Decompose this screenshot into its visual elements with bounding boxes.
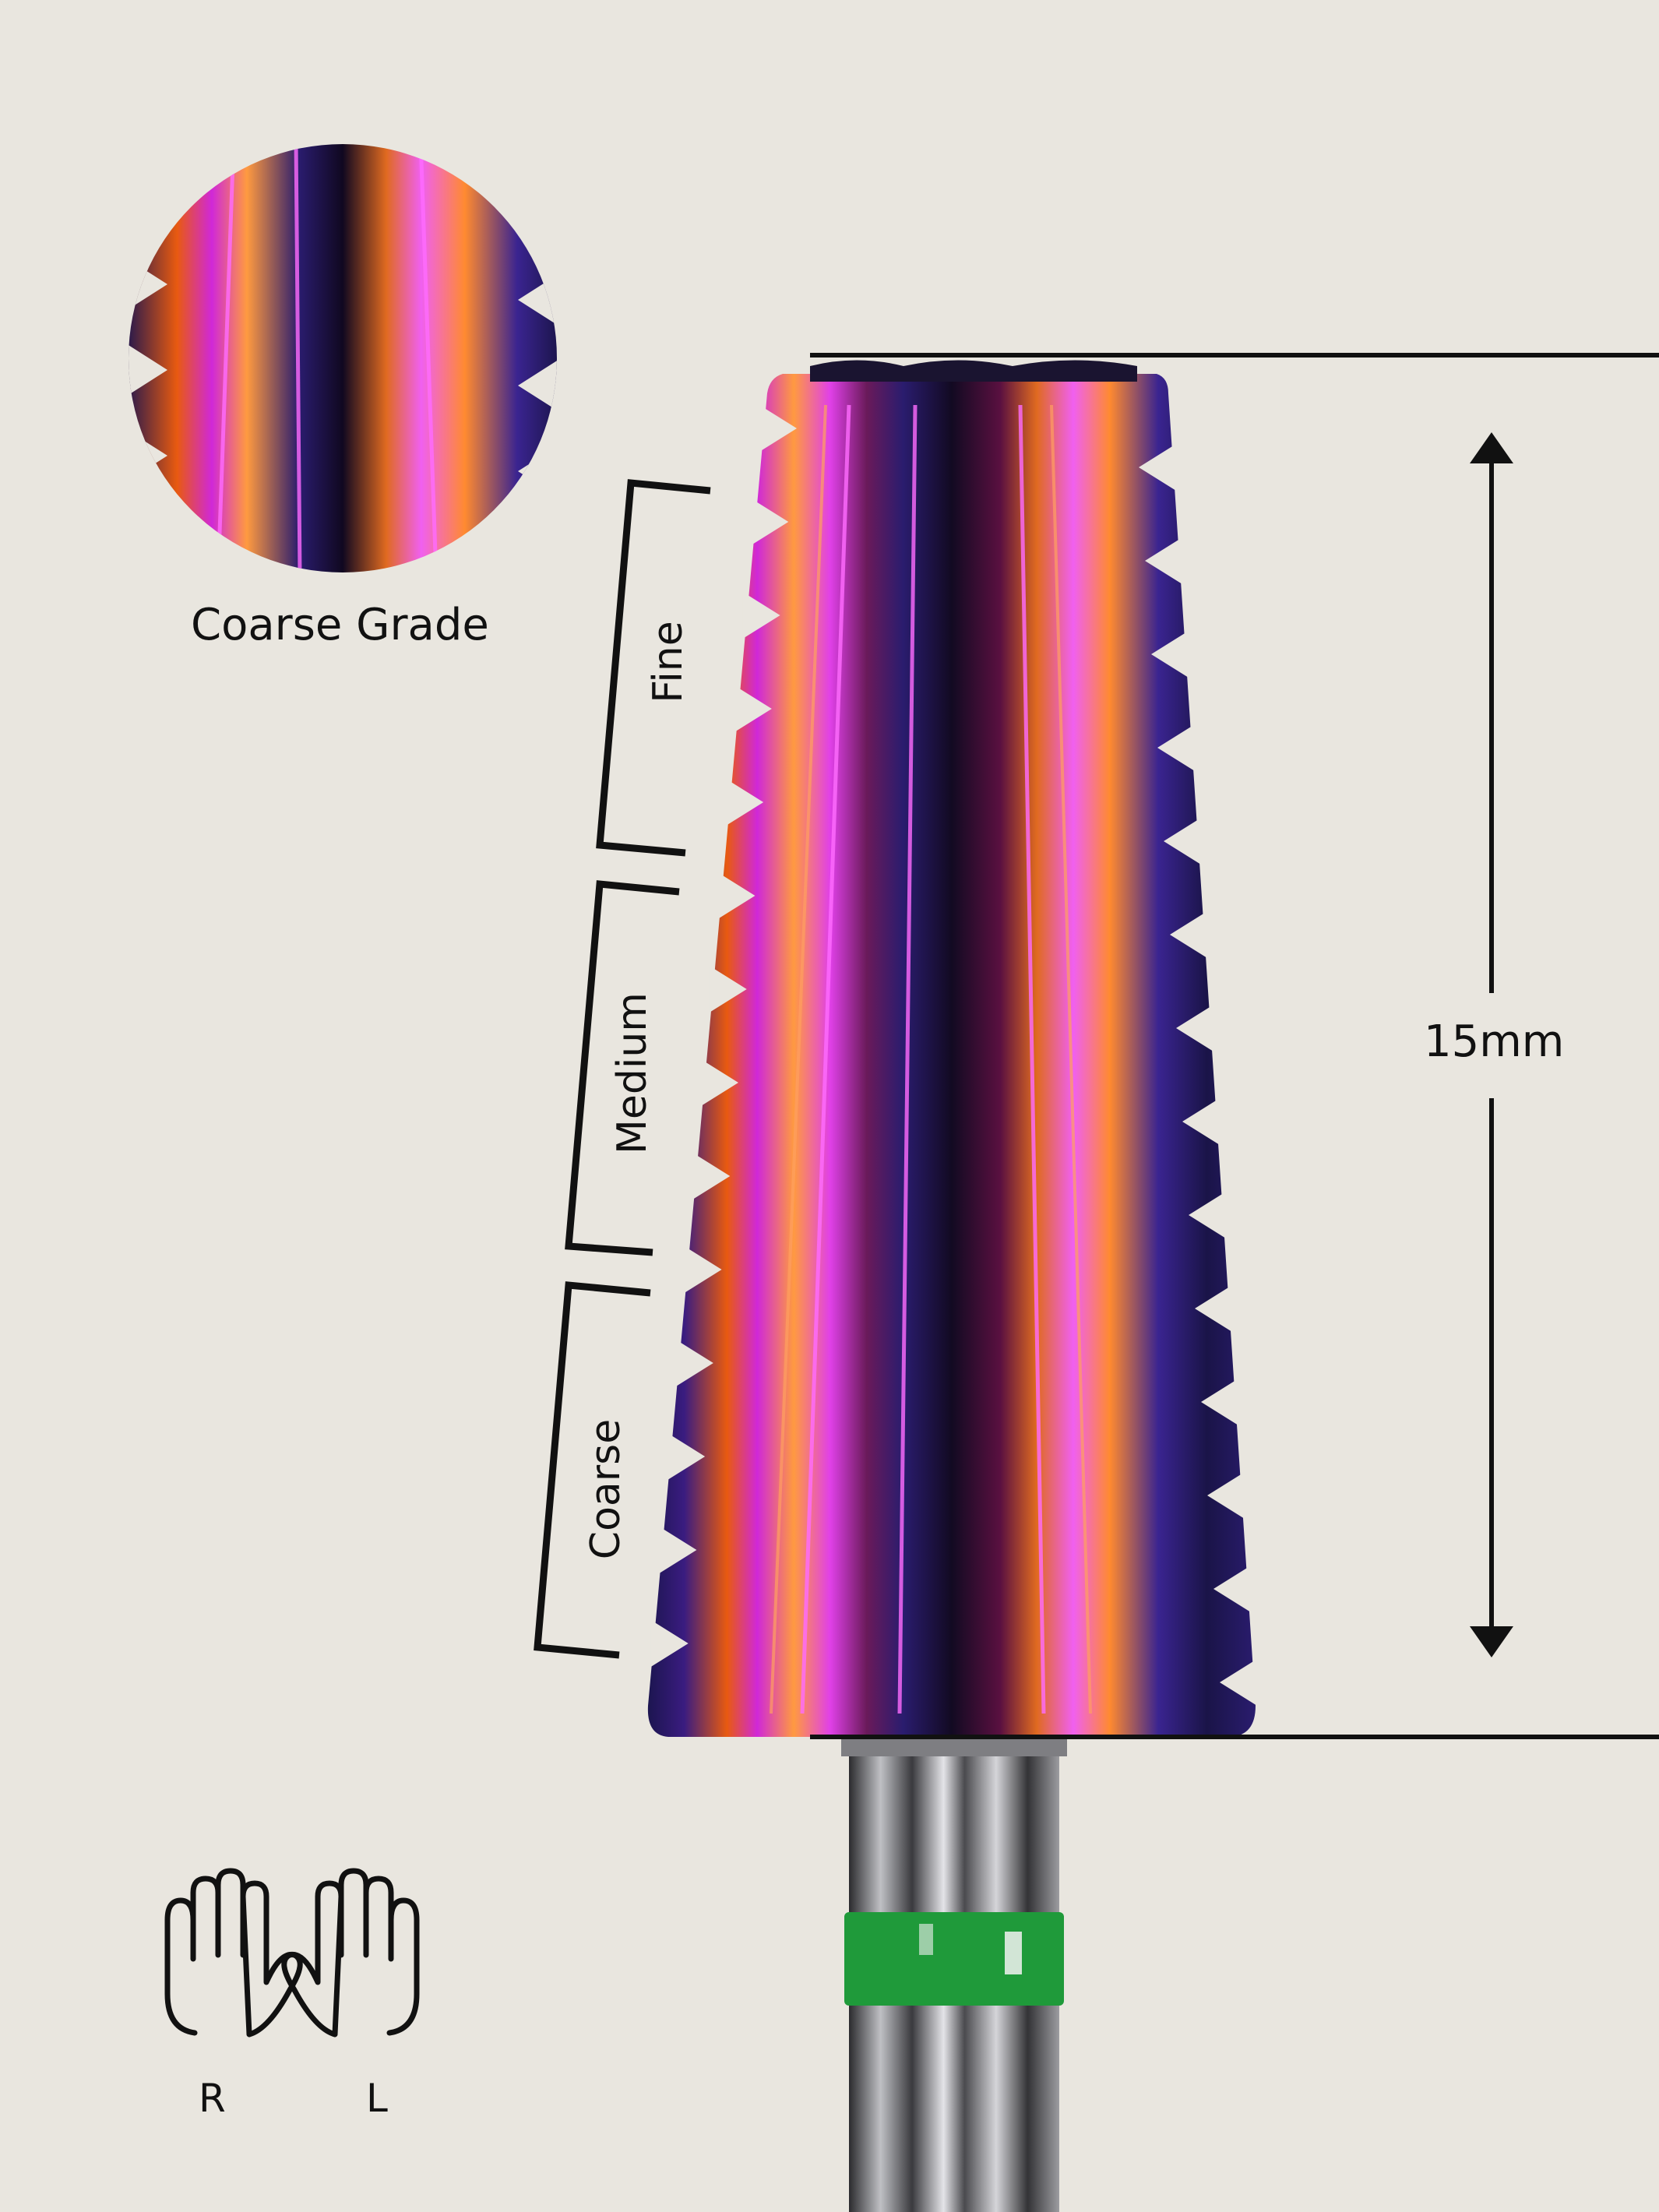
- right-hand-label: R: [199, 2076, 226, 2121]
- zone-label-fine: Fine: [645, 621, 692, 703]
- shank: [841, 1733, 1067, 2212]
- grit-brackets: [534, 479, 711, 1659]
- zone-label-coarse: Coarse: [583, 1418, 629, 1560]
- zone-label-medium: Medium: [609, 992, 656, 1154]
- bracket-fine: [596, 479, 711, 857]
- dimension-guide: [810, 353, 1659, 1739]
- right-hand-icon: [164, 1868, 303, 2038]
- coarse-grade-inset: [129, 144, 557, 572]
- left-hand-label: L: [366, 2076, 388, 2121]
- bit-head: [647, 360, 1257, 1737]
- bracket-medium: [565, 880, 680, 1256]
- green-band: [844, 1912, 1064, 2006]
- left-hand-icon: [281, 1868, 420, 2038]
- bracket-coarse: [534, 1281, 651, 1659]
- dimension-label: 15mm: [1424, 1016, 1565, 1067]
- inset-caption: Coarse Grade: [191, 600, 489, 650]
- double-arrow-icon: [1470, 432, 1513, 1657]
